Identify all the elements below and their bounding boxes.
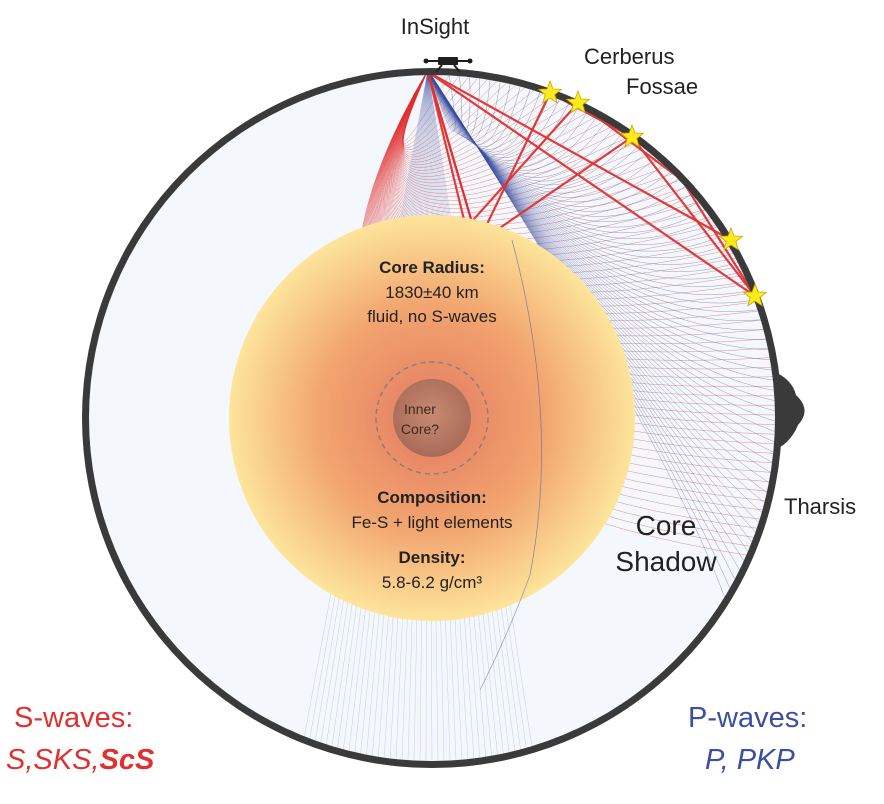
p-wave-legend-phases: P, PKP <box>705 744 795 776</box>
cerberus-label-line1: Cerberus <box>584 44 675 69</box>
p-wave-legend-title: P-waves: <box>688 702 808 734</box>
core-radius-note: fluid, no S-waves <box>367 307 497 326</box>
p-wave-ray <box>427 75 531 150</box>
composition-value: Fe-S + light elements <box>351 513 513 532</box>
scs-ray <box>631 136 756 297</box>
scs-ray <box>427 75 732 241</box>
tharsis-label: Tharsis <box>784 494 857 519</box>
density-title: Density: <box>398 548 466 567</box>
star-icon[interactable] <box>565 89 591 114</box>
s-wave-legend-title: S-waves: <box>14 702 134 734</box>
scs-ray <box>427 75 756 297</box>
inner-core-label-line1: Inner <box>404 401 436 417</box>
seismic-events <box>537 79 768 307</box>
inner-core-label: Inner Core? <box>401 399 439 439</box>
p-wave-ray <box>427 75 463 134</box>
core-shadow-label: Core Shadow <box>615 508 716 580</box>
station-label: InSight <box>400 14 470 39</box>
tharsis-bulge <box>770 370 805 452</box>
s-wave-ray <box>395 75 673 222</box>
lander-icon[interactable] <box>423 57 473 73</box>
p-wave-ray <box>427 75 541 153</box>
p-wave-ray <box>427 75 456 132</box>
density-value: 5.8-6.2 g/cm³ <box>381 573 483 592</box>
s-wave-phases-bold: ScS <box>99 744 155 776</box>
core-shadow-line1: Core <box>635 510 697 541</box>
core-shadow-line2: Shadow <box>615 546 717 577</box>
composition-title: Composition: <box>377 488 487 507</box>
core-radius-value: 1830±40 km <box>385 283 479 302</box>
inner-core-label-line2: Core? <box>400 421 440 437</box>
star-icon[interactable] <box>718 226 744 251</box>
core-radius-title: Core Radius: <box>379 258 485 277</box>
pkp-core-path <box>511 239 542 576</box>
inner-core <box>393 379 471 457</box>
star-icon[interactable] <box>537 79 563 104</box>
cerberus-label-line2: Fossae <box>626 74 699 99</box>
s-wave-legend-phases: S,SKS,ScS <box>6 744 154 777</box>
star-icon[interactable] <box>619 123 645 148</box>
inner-core-boundary <box>375 361 489 475</box>
pkp-exit-path <box>479 574 531 691</box>
star-icon[interactable] <box>742 282 768 307</box>
s-wave-phases-regular: S,SKS, <box>6 744 100 776</box>
